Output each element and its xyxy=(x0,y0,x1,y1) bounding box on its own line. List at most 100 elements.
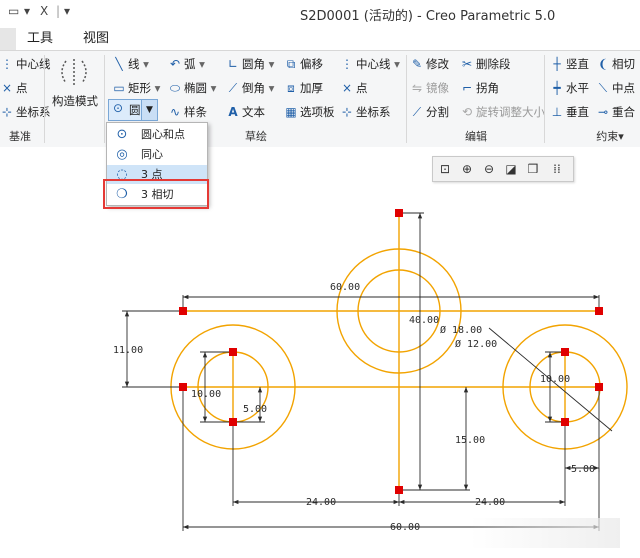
dim-10-left[interactable]: 10.00 xyxy=(191,389,221,400)
zoom-out-icon[interactable]: ⊖ xyxy=(483,162,495,176)
repaint-icon[interactable]: ◪ xyxy=(505,162,517,176)
constraint-vertical-button[interactable]: ┼竖直 xyxy=(550,55,589,73)
sketch-fillet-button[interactable]: ∟圆角 ▾ xyxy=(227,57,275,71)
dim-24-left[interactable]: 24.00 xyxy=(306,497,336,508)
dim-5-right[interactable]: 5.00 xyxy=(571,464,595,475)
spline-icon: ∿ xyxy=(169,105,181,119)
datum-centerline-button[interactable]: ⋮中心线 xyxy=(1,57,51,71)
vertex[interactable] xyxy=(561,418,569,426)
sketch-thicken-button[interactable]: ⧈加厚 xyxy=(284,79,323,97)
corner-icon: ⌐ xyxy=(461,81,473,95)
sketch-coordinate-system-button[interactable]: ⊹坐标系 xyxy=(341,105,391,119)
menu-tabs: 工具 视图 xyxy=(0,26,640,50)
dim-40[interactable]: 40.00 xyxy=(409,315,439,326)
edit-mirror-button[interactable]: ⇋镜像 xyxy=(411,81,449,95)
group-separator xyxy=(104,55,105,143)
vertex[interactable] xyxy=(595,307,603,315)
top-outer-circle[interactable] xyxy=(336,248,462,374)
rotate-resize-icon: ⟲ xyxy=(461,105,473,119)
dim-24-right[interactable]: 24.00 xyxy=(475,497,505,508)
sketcher-display-filter-icon[interactable]: ⁞⁞ xyxy=(553,162,561,176)
edit-divide-button[interactable]: ⟋分割 xyxy=(410,103,449,121)
palette-icon: ▦ xyxy=(285,105,297,119)
dim-15[interactable]: 15.00 xyxy=(455,435,485,446)
constraint-midpoint-button[interactable]: ⟍中点 xyxy=(596,79,635,97)
sketch-point-button[interactable]: ×点 xyxy=(341,81,368,95)
dim-5-left[interactable]: 5.00 xyxy=(243,404,267,415)
constraint-tangent-button[interactable]: ❨相切 xyxy=(597,57,635,71)
coordinate-system-icon: ⊹ xyxy=(341,105,353,119)
tab-hidden[interactable] xyxy=(0,28,16,50)
edit-corner-button[interactable]: ⌐拐角 xyxy=(461,81,499,95)
constraint-coincident-button[interactable]: ⊸重合 xyxy=(597,105,635,119)
dropdown-arrow-icon[interactable]: ▾ xyxy=(24,4,31,18)
edit-modify-button[interactable]: ✎修改 xyxy=(411,57,449,71)
separator-icon: | xyxy=(56,4,61,18)
group-label-edit: 编辑 xyxy=(465,130,487,143)
more-icon[interactable]: ▾ xyxy=(64,4,71,18)
vertex[interactable] xyxy=(179,383,187,391)
dim-60-bottom[interactable]: 60.00 xyxy=(390,522,420,533)
sketch-offset-button[interactable]: ⧉偏移 xyxy=(284,55,323,73)
dim-60-top[interactable]: 60.00 xyxy=(330,282,360,293)
zoom-in-icon[interactable]: ⊕ xyxy=(461,162,473,176)
dim-diameter-12[interactable]: Ø 12.00 xyxy=(455,338,497,350)
dim-10-right[interactable]: 10.00 xyxy=(540,374,570,385)
sketch-geometry xyxy=(170,213,628,490)
sketch-arc-button[interactable]: ↶弧 ▾ xyxy=(169,57,205,71)
circle-dropdown-arrow-icon[interactable]: ▼ xyxy=(141,100,157,120)
sketch-rectangle-button[interactable]: ▭矩形 ▾ xyxy=(113,81,161,95)
sketch-spline-button[interactable]: ∿样条 xyxy=(169,105,207,119)
edit-rotate-resize-button[interactable]: ⟲旋转调整大小 xyxy=(461,105,545,119)
close-window-icon[interactable]: ⵝ xyxy=(40,4,49,18)
ellipse-icon: ⬭ xyxy=(169,81,181,95)
vertex[interactable] xyxy=(595,383,603,391)
sketch-chamfer-button[interactable]: ⟋倒角 ▾ xyxy=(226,79,275,97)
menu-item-center-point[interactable]: ⊙ 圆心和点 xyxy=(116,127,185,142)
tab-tools[interactable]: 工具 xyxy=(26,31,53,46)
constraint-horizontal-button[interactable]: ┿水平 xyxy=(550,79,589,97)
graphics-toolbar: ⊡ ⊕ ⊖ ◪ ❒ ⁞⁞ xyxy=(432,156,574,182)
vertex[interactable] xyxy=(229,418,237,426)
line-icon: ╲ xyxy=(115,57,123,71)
sketch-ellipse-button[interactable]: ⬭椭圆 ▾ xyxy=(169,81,217,95)
menu-item-three-tangent[interactable]: ❍ 3 相切 xyxy=(116,187,174,202)
group-label-datum: 基准 xyxy=(9,130,31,143)
dim-11[interactable]: 11.00 xyxy=(113,345,143,356)
vertex[interactable] xyxy=(561,348,569,356)
datum-coordinate-system-button[interactable]: ⊹坐标系 xyxy=(1,105,51,119)
sketch-vertices xyxy=(179,209,603,494)
top-inner-circle[interactable] xyxy=(357,269,441,353)
sketch-canvas[interactable]: 60.00 40.00 11.00 10.00 5.00 Ø 18.00 Ø 1… xyxy=(0,147,640,558)
tab-view[interactable]: 视图 xyxy=(82,31,109,46)
edit-delete-segment-button[interactable]: ✂删除段 xyxy=(461,57,511,71)
perpendicular-constraint-icon: ⊥ xyxy=(551,105,563,119)
circle-button-active[interactable]: ⊙ 圆 ▼ xyxy=(108,99,158,121)
constraint-perpendicular-button[interactable]: ⊥垂直 xyxy=(551,105,589,119)
vertex[interactable] xyxy=(229,348,237,356)
menu-item-concentric[interactable]: ◎ 同心 xyxy=(116,147,163,162)
dim-line-diameter[interactable] xyxy=(488,327,613,432)
title-bar: ▭ ▾ ⵝ | ▾ S2D0001 (活动的) - Creo Parametri… xyxy=(0,0,640,26)
datum-point-button[interactable]: ×点 xyxy=(1,81,28,95)
refit-icon[interactable]: ⊡ xyxy=(439,162,451,176)
construction-mode-button[interactable]: 构造模式 xyxy=(52,55,98,127)
window-icon[interactable]: ▭ xyxy=(8,4,20,18)
concentric-circle-icon: ◎ xyxy=(116,147,128,162)
construction-mode-icon xyxy=(61,59,87,85)
group-label-constrain[interactable]: 约束▾ xyxy=(596,130,624,143)
vertex[interactable] xyxy=(179,307,187,315)
point-icon: × xyxy=(1,81,13,95)
sketch-centerline-button[interactable]: ⋮中心线 ▾ xyxy=(341,57,400,71)
vertex[interactable] xyxy=(395,486,403,494)
sketch-drawing[interactable]: 60.00 40.00 11.00 10.00 5.00 Ø 18.00 Ø 1… xyxy=(0,147,640,558)
vertex[interactable] xyxy=(395,209,403,217)
group-separator xyxy=(406,55,407,143)
display-style-icon[interactable]: ❒ xyxy=(527,162,539,176)
sketch-palette-button[interactable]: ▦选项板 xyxy=(285,105,335,119)
coincident-constraint-icon: ⊸ xyxy=(597,105,609,119)
dim-diameter-18[interactable]: Ø 18.00 xyxy=(440,324,482,336)
ribbon: ⋮中心线 ×点 ⊹坐标系 基准 构造模式 ╲线 ▾ ↶弧 ▾ ∟圆角 ▾ ⧉偏移… xyxy=(0,50,640,148)
sketch-line-button[interactable]: ╲线 ▾ xyxy=(112,55,149,73)
